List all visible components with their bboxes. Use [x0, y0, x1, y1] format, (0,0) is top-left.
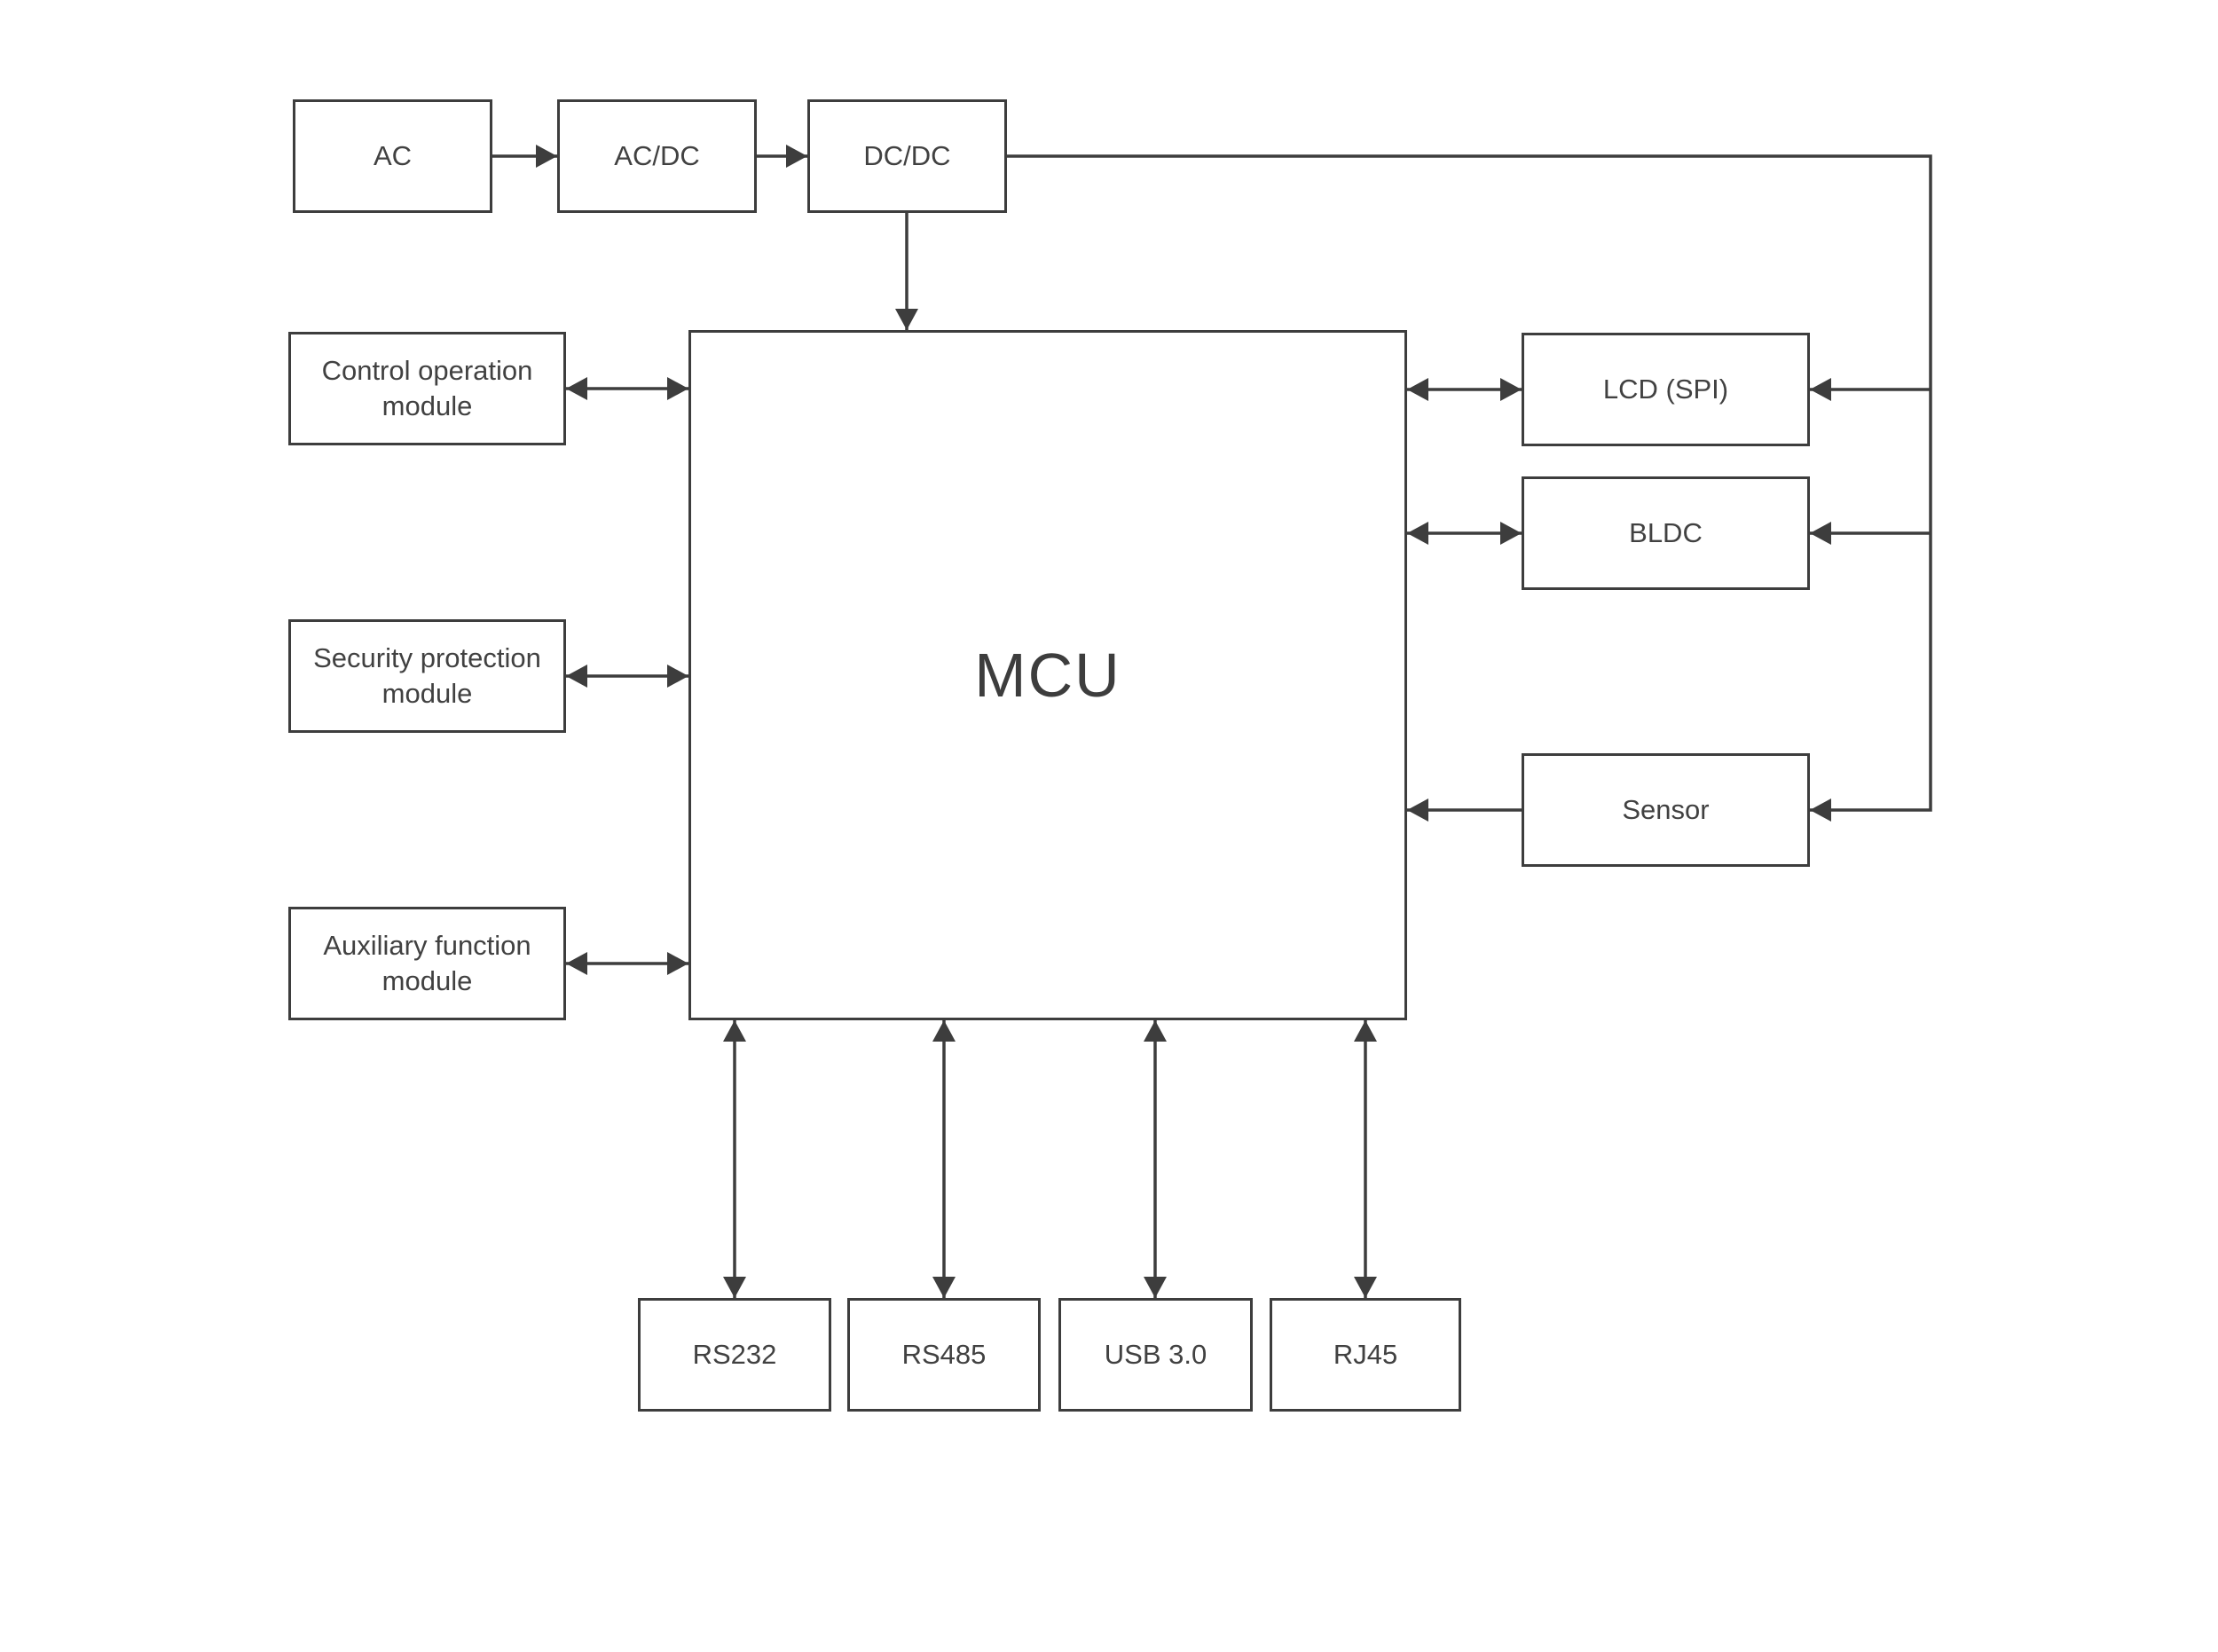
node-bldc: BLDC — [1522, 476, 1810, 590]
node-security-label: Security protection module — [313, 641, 541, 709]
node-acdc-label: AC/DC — [614, 139, 700, 171]
node-rj45-label: RJ45 — [1333, 1338, 1398, 1370]
node-lcd-label: LCD (SPI) — [1602, 373, 1729, 405]
node-rj45: RJ45 — [1270, 1298, 1461, 1412]
node-acdc: AC/DC — [557, 99, 757, 213]
node-dcdc: DC/DC — [807, 99, 1007, 213]
node-auxiliary-label: Auxiliary function module — [323, 929, 531, 996]
node-usb-label: USB 3.0 — [1104, 1338, 1207, 1370]
node-rs485-label: RS485 — [901, 1338, 987, 1370]
node-ac: AC — [293, 99, 492, 213]
node-auxiliary-function-module: Auxiliary function module — [288, 907, 566, 1020]
node-rs232-label: RS232 — [692, 1338, 777, 1370]
connector-power-rail-to-sensor — [1007, 154, 1932, 822]
node-rs232: RS232 — [638, 1298, 831, 1412]
node-mcu-label: MCU — [974, 640, 1121, 710]
node-ac-label: AC — [373, 139, 413, 171]
node-mcu: MCU — [688, 330, 1407, 1020]
node-control-operation-module: Control operation module — [288, 332, 566, 445]
node-security-protection-module: Security protection module — [288, 619, 566, 733]
node-dcdc-label: DC/DC — [863, 139, 951, 171]
node-sensor-label: Sensor — [1622, 793, 1710, 825]
node-rs485: RS485 — [847, 1298, 1041, 1412]
node-control-label: Control operation module — [321, 354, 533, 421]
node-usb-3-0: USB 3.0 — [1058, 1298, 1253, 1412]
node-bldc-label: BLDC — [1629, 516, 1703, 548]
node-sensor: Sensor — [1522, 753, 1810, 867]
node-lcd-spi: LCD (SPI) — [1522, 333, 1810, 446]
